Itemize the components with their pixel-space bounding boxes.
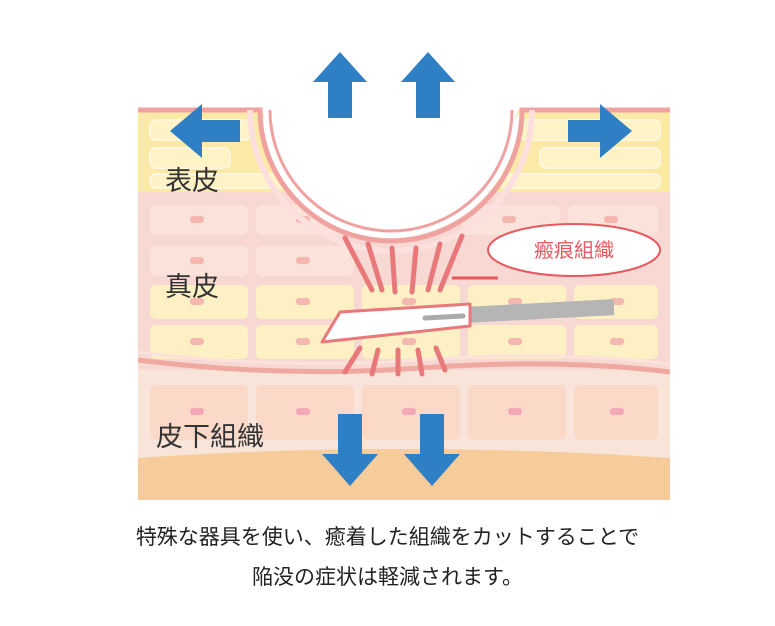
scar-tissue-label: 瘢痕組織 xyxy=(534,238,614,262)
arrow-up-icon xyxy=(401,52,455,118)
subcutaneous-cell-nuclei xyxy=(190,408,624,415)
epidermis-label: 表皮 xyxy=(165,166,219,197)
depression-white-cutout xyxy=(130,60,680,238)
subcutaneous-label: 皮下組織 xyxy=(156,422,264,453)
scalpel-blade xyxy=(320,302,472,344)
scar-tissue-callout: 瘢痕組織 xyxy=(452,223,661,280)
callout-bubble xyxy=(487,223,661,277)
caption-line-2: 陥没の症状は軽減されます。 xyxy=(252,565,523,589)
depression-white-fill xyxy=(262,60,518,216)
scalpel-icon xyxy=(320,299,615,344)
arrow-down-icon xyxy=(404,414,460,486)
arrow-icon-group xyxy=(170,52,632,486)
arrow-up-icon xyxy=(313,52,367,118)
skin-surface-inner-line xyxy=(268,109,514,233)
skin-surface-line xyxy=(138,107,670,244)
arrow-down-icon xyxy=(322,414,378,486)
scar-strands xyxy=(342,233,465,377)
fat-layer xyxy=(138,449,670,500)
caption-line-1: 特殊な器具を使い、癒着した組織をカットすることで xyxy=(135,525,640,549)
scalpel-handle xyxy=(465,299,615,323)
depression xyxy=(130,60,680,254)
arrow-right-icon xyxy=(568,104,632,158)
arrow-left-icon xyxy=(170,104,240,158)
scalpel-blade-edge xyxy=(422,313,466,321)
dermis-label: 真皮 xyxy=(165,272,219,303)
